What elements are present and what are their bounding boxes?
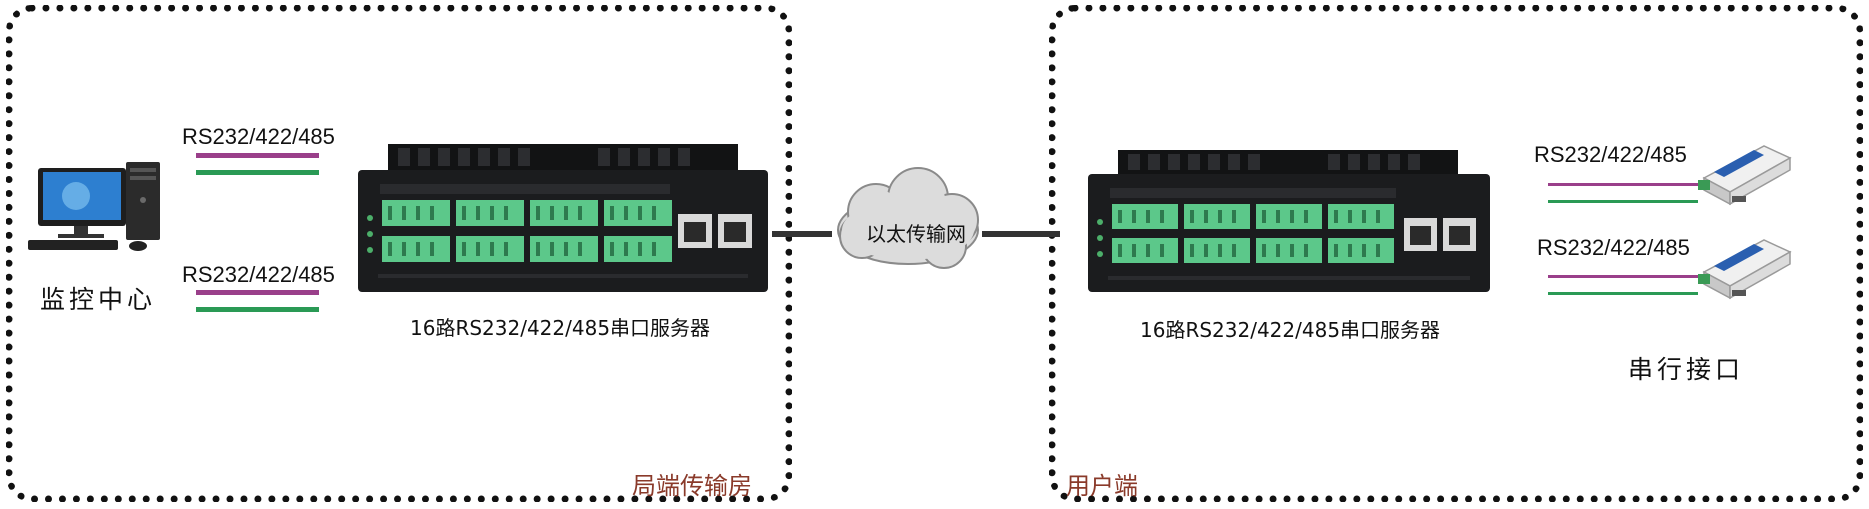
right-link-top-label: RS232/422/485 <box>1534 142 1687 167</box>
left-link-bottom-purple-line <box>196 290 319 295</box>
left-link-bottom-label: RS232/422/485 <box>182 262 335 287</box>
cloud-label: 以太传输网 <box>866 222 966 246</box>
right-link-bottom-purple-line <box>1548 275 1698 278</box>
central-room-zone <box>6 5 792 502</box>
user-side-zone <box>1049 5 1863 502</box>
left-serial-server-device <box>358 140 768 295</box>
right-link-top-green-line <box>1548 200 1698 203</box>
left-device-caption: 16路RS232/422/485串口服务器 <box>410 316 711 340</box>
left-link-top-label: RS232/422/485 <box>182 124 335 149</box>
right-link-bottom-green-line <box>1548 292 1698 295</box>
right-link-top-purple-line <box>1548 183 1698 186</box>
left-link-bottom-green-line <box>196 307 319 312</box>
left-link-top-purple-line <box>196 153 319 158</box>
right-serial-server-device <box>1088 146 1490 296</box>
user-side-label: 用户端 <box>1066 472 1138 500</box>
monitor-center-label: 监控中心 <box>40 285 157 314</box>
ethernet-cloud-icon <box>826 160 991 275</box>
computer-icon <box>28 160 168 255</box>
left-ethernet-line <box>772 231 832 237</box>
serial-converter-bottom-icon <box>1694 232 1794 312</box>
serial-interface-label: 串行接口 <box>1628 355 1745 384</box>
left-link-top-green-line <box>196 170 319 175</box>
right-device-caption: 16路RS232/422/485串口服务器 <box>1140 318 1441 342</box>
serial-converter-top-icon <box>1694 138 1794 218</box>
central-room-label: 局端传输房 <box>632 472 752 500</box>
right-link-bottom-label: RS232/422/485 <box>1537 235 1690 260</box>
right-ethernet-line <box>982 231 1060 237</box>
